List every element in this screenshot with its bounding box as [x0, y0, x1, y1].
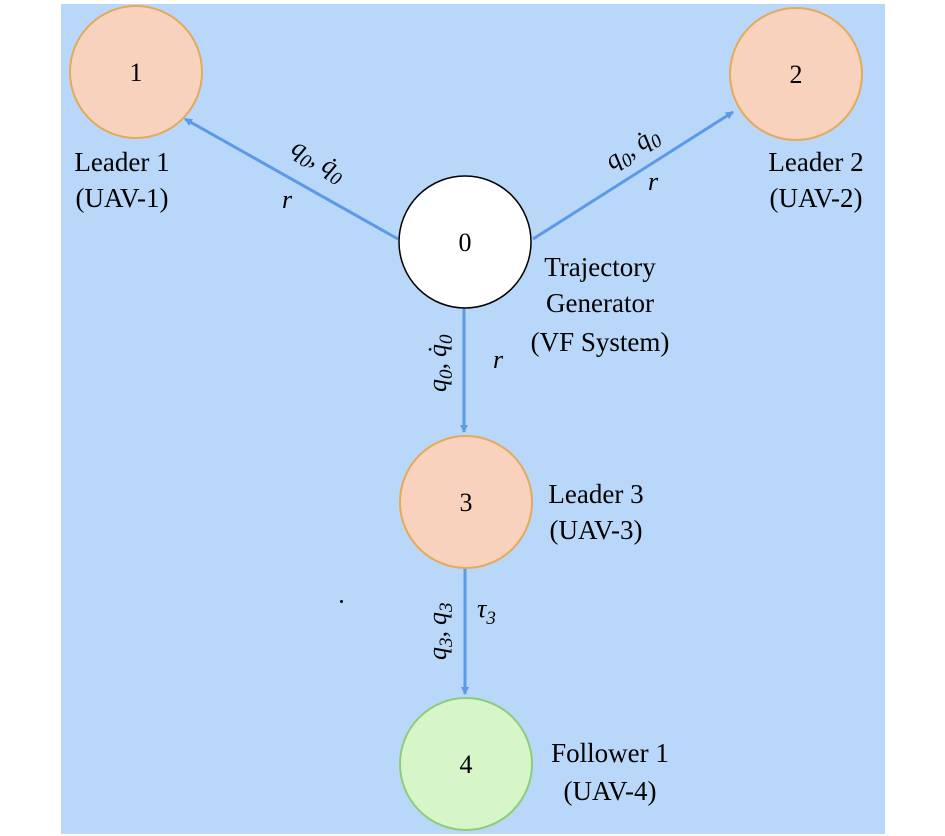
edge-0-3-signal-label: q0,q̇0 — [423, 334, 457, 392]
svg-text:q3,q3: q3,q3 — [423, 603, 457, 661]
edge-3-4-ref-label: τ3 — [477, 594, 496, 629]
edge-0-3-ref-label: r — [493, 345, 504, 374]
node-3-circle[interactable] — [399, 435, 533, 569]
edge-3-4-signal-label: q3,q3 — [423, 603, 457, 661]
node-0-number: 0 — [459, 228, 472, 257]
node-0-label-line-1: Trajectory — [544, 252, 656, 282]
edge-0-to-2 — [532, 110, 734, 241]
node-2-number: 2 — [790, 60, 803, 89]
node-1-number: 1 — [130, 58, 143, 87]
edge-0-2-ref-label: r — [648, 167, 659, 196]
node-4-circle[interactable] — [399, 697, 533, 831]
edge-0-1-ref-label: r — [282, 185, 293, 214]
node-4-label-line-2: (UAV-4) — [563, 776, 656, 806]
node-4-label-line-1: Follower 1 — [551, 738, 669, 768]
node-3-number: 3 — [460, 488, 473, 517]
node-3-label-line-1: Leader 3 — [548, 479, 643, 509]
svg-text:q0,q̇0: q0,q̇0 — [423, 334, 457, 392]
node-0-label-line-2: Generator — [546, 288, 654, 318]
node-2-label-line-2: (UAV-2) — [769, 183, 862, 213]
node-1-label-line-2: (UAV-1) — [75, 183, 168, 213]
stray-dot-mark — [340, 600, 343, 603]
svg-text:q0,q̇0: q0,q̇0 — [599, 119, 666, 179]
node-2-label-line-1: Leader 2 — [768, 147, 863, 177]
node-0-circle[interactable] — [398, 175, 532, 309]
edge-0-to-1 — [184, 117, 399, 241]
edge-0-2-signal-label: q0,q̇0 — [599, 119, 666, 179]
diagram-background — [61, 4, 885, 834]
node-4-number: 4 — [460, 750, 473, 779]
node-0-label-line-3: (VF System) — [531, 327, 670, 357]
node-3-label-line-2: (UAV-3) — [549, 515, 642, 545]
node-1-circle[interactable] — [69, 5, 203, 139]
node-1-label-line-1: Leader 1 — [74, 147, 169, 177]
node-2-circle[interactable] — [729, 7, 863, 141]
